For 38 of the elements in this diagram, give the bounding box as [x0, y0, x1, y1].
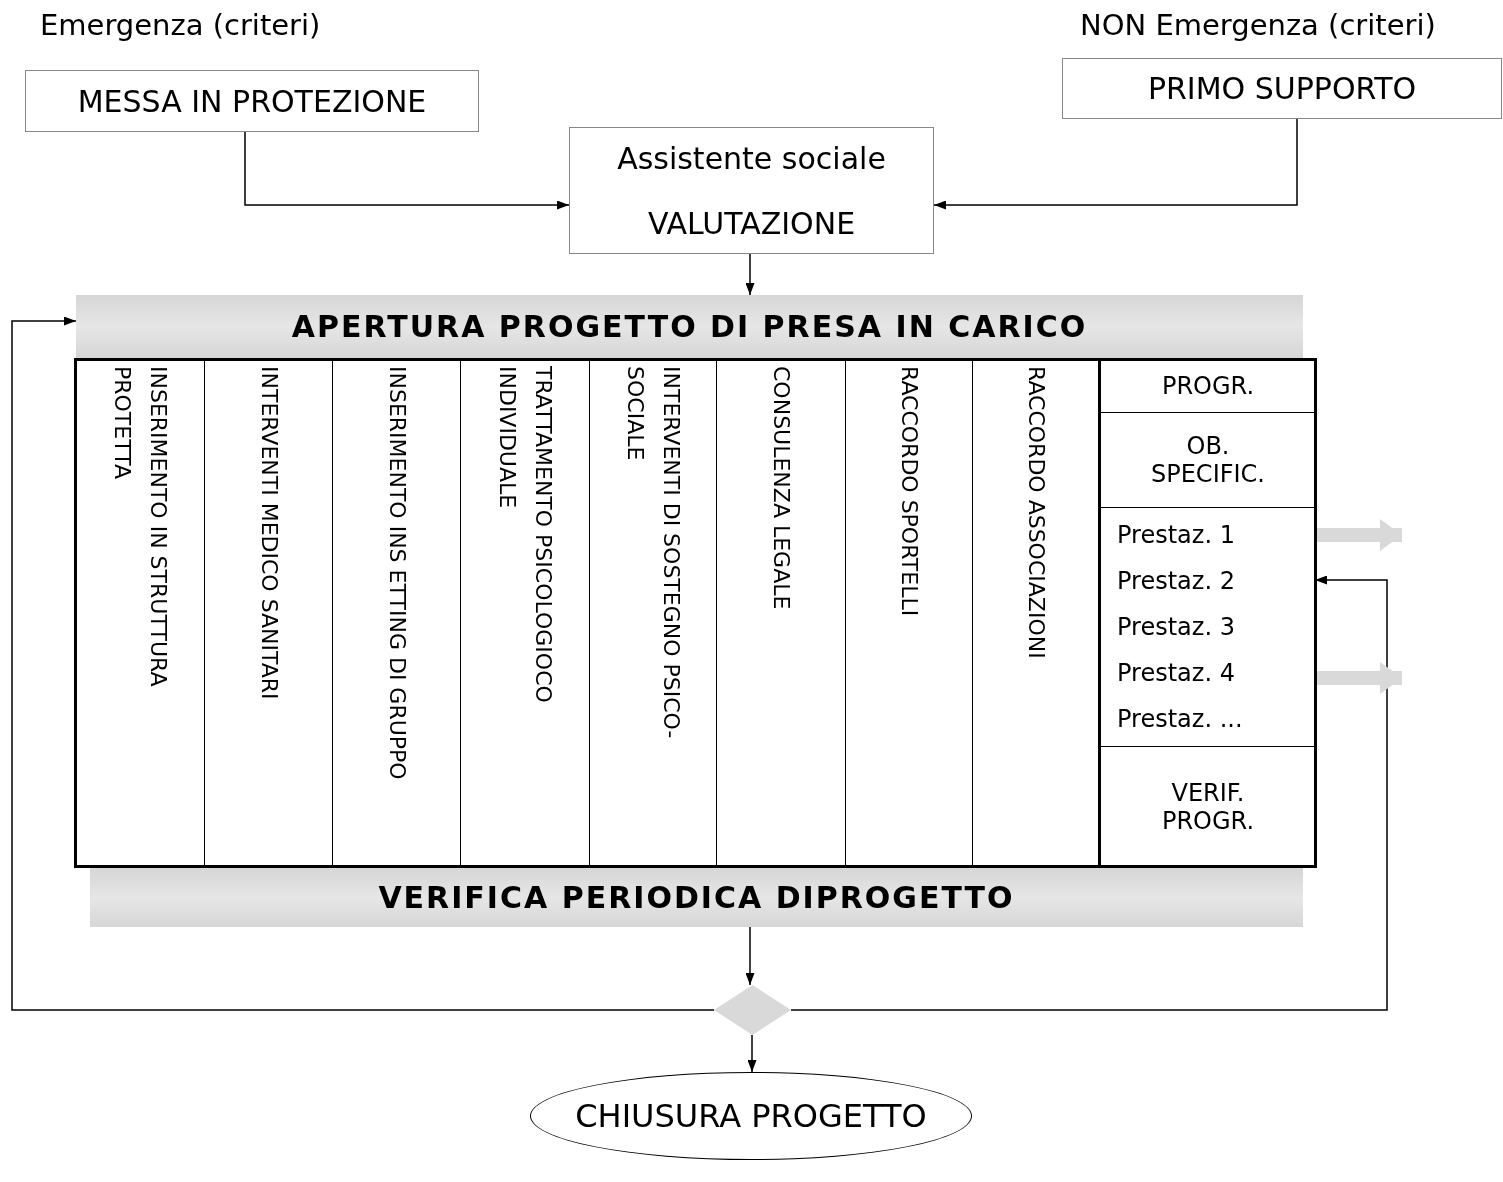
arrow: [244, 131, 570, 210]
box-label: CHIUSURA PROGETTO: [575, 1097, 927, 1135]
column-label: INTERVENTI DI SOSTEGNO PSICO-SOCIALE: [622, 366, 685, 741]
arrow: [790, 575, 1388, 1011]
phase-band: [76, 295, 1303, 358]
column-label: CONSULENZA LEGALE: [768, 366, 795, 610]
arrow: [745, 253, 755, 296]
process-box: [569, 127, 934, 254]
box-label: Prestaz. 4: [1117, 658, 1235, 689]
box-label: Assistente sociale: [617, 140, 886, 176]
band-label: VERIFICA PERIODICA DIPROGETTO: [378, 880, 1015, 915]
box-label: PROGR.: [1161, 372, 1255, 400]
box-label: VALUTAZIONE: [647, 205, 856, 241]
arrow: [745, 926, 755, 986]
box-label: Prestaz. 1: [1117, 520, 1235, 551]
column-label: RACCORDO SPORTELLI: [896, 366, 923, 617]
column-label: TRATTAMENTO PSICOLOGIOCO INDIVIDUALE: [494, 366, 557, 705]
box-label: Prestaz. 3: [1117, 612, 1235, 643]
box-label: OB. SPECIFIC.: [1150, 432, 1266, 488]
phase-band: [90, 868, 1303, 927]
box-label: MESSA IN PROTEZIONE: [77, 83, 427, 119]
arrow: [933, 118, 1298, 210]
box-label: Prestaz. 2: [1117, 566, 1235, 597]
column-label: INTERVENTI MEDICO SANITARI: [255, 366, 283, 700]
column-label: INSERIMENTO INS ETTING DI GRUPPO: [383, 366, 411, 780]
column-label: RACCORDO ASSOCIAZIONI: [1022, 366, 1050, 659]
decision-diamond: [714, 985, 791, 1035]
arrow: [11, 316, 715, 1011]
column-label: INSERIMENTO IN STRUTTURA PROTETTA: [109, 366, 172, 689]
block-arrow: [1315, 662, 1402, 694]
band-label: APERTURA PROGETTO DI PRESA IN CARICO: [291, 309, 1088, 344]
block-arrow: [1315, 519, 1402, 551]
arrow: [747, 1034, 757, 1073]
box-label: Prestaz. ...: [1117, 704, 1243, 735]
box-heading: NON Emergenza (criteri): [1080, 8, 1436, 42]
box-heading: Emergenza (criteri): [40, 8, 321, 42]
box-label: VERIF. PROGR.: [1160, 778, 1256, 835]
box-label: PRIMO SUPPORTO: [1147, 71, 1417, 106]
